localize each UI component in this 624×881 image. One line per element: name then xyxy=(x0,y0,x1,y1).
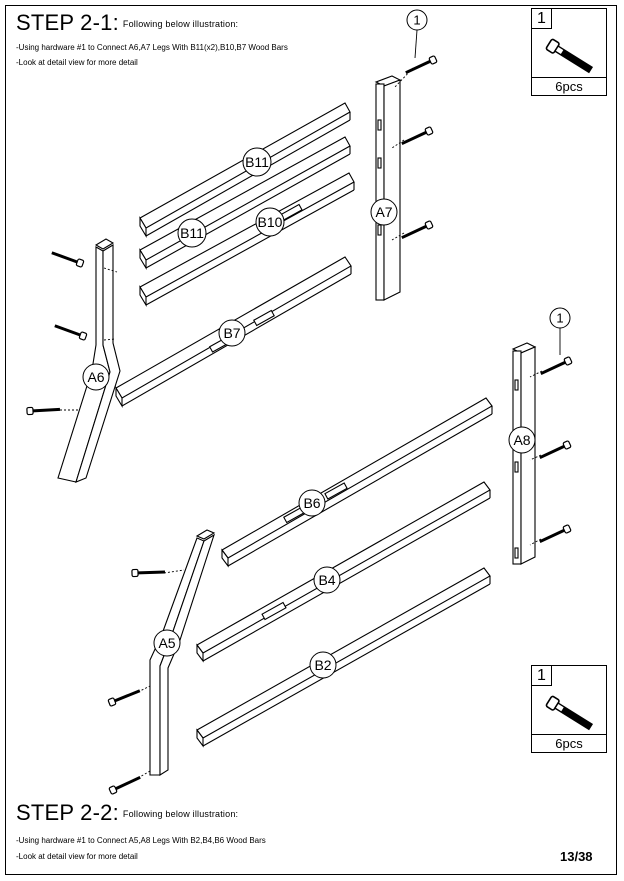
step-2-1-heading: STEP 2-1:Following below illustration: xyxy=(16,12,238,35)
callout-top-number: 1 xyxy=(413,13,420,28)
callout-right: 1 xyxy=(549,307,571,355)
leg-a6 xyxy=(57,238,121,483)
label-a7: A7 xyxy=(375,204,392,220)
callout-right-number: 1 xyxy=(556,311,563,326)
step-2-1-instruction-1: -Using hardware #1 to Connect A6,A7 Legs… xyxy=(16,43,288,52)
step-2-1-subtitle: Following below illustration: xyxy=(122,19,239,30)
hardware-box-bottom: 1 6pcs xyxy=(531,665,607,753)
bolt-icon xyxy=(545,695,594,731)
label-b7: B7 xyxy=(223,325,240,341)
hardware-number: 1 xyxy=(532,666,552,686)
step-2-2-heading: STEP 2-2:Following below illustration: xyxy=(16,802,238,825)
bar-b4 xyxy=(196,481,491,663)
bar-b6 xyxy=(221,397,493,568)
callout-top: 1 xyxy=(406,9,428,59)
label-a6: A6 xyxy=(87,369,104,385)
hardware-quantity: 6pcs xyxy=(532,734,606,752)
bar-b2 xyxy=(196,567,491,748)
hardware-number: 1 xyxy=(532,9,552,29)
label-b10: B10 xyxy=(258,214,283,230)
step-2-1-instruction-2: -Look at detail view for more detail xyxy=(16,58,138,67)
leg-a7 xyxy=(374,75,402,301)
step-2-2-instruction-1: -Using hardware #1 to Connect A5,A8 Legs… xyxy=(16,836,266,845)
label-b2: B2 xyxy=(314,657,331,673)
step-2-2-title: STEP 2-2: xyxy=(16,800,119,825)
label-b11-top: B11 xyxy=(245,154,269,170)
step-2-2-instruction-2: -Look at detail view for more detail xyxy=(16,852,138,861)
label-b4: B4 xyxy=(318,572,335,588)
hardware-box-top: 1 6pcs xyxy=(531,8,607,96)
page-frame xyxy=(5,5,617,875)
hardware-quantity: 6pcs xyxy=(532,77,606,95)
page-number: 13/38 xyxy=(560,849,593,864)
label-b11-mid: B11 xyxy=(180,225,204,241)
label-a8: A8 xyxy=(513,432,530,448)
step-2-2-subtitle: Following below illustration: xyxy=(122,809,239,820)
bolt-icon xyxy=(545,38,594,74)
step-2-1-title: STEP 2-1: xyxy=(16,10,119,35)
label-b6: B6 xyxy=(303,495,320,511)
leg-a8 xyxy=(511,342,537,565)
label-a5: A5 xyxy=(158,635,175,651)
